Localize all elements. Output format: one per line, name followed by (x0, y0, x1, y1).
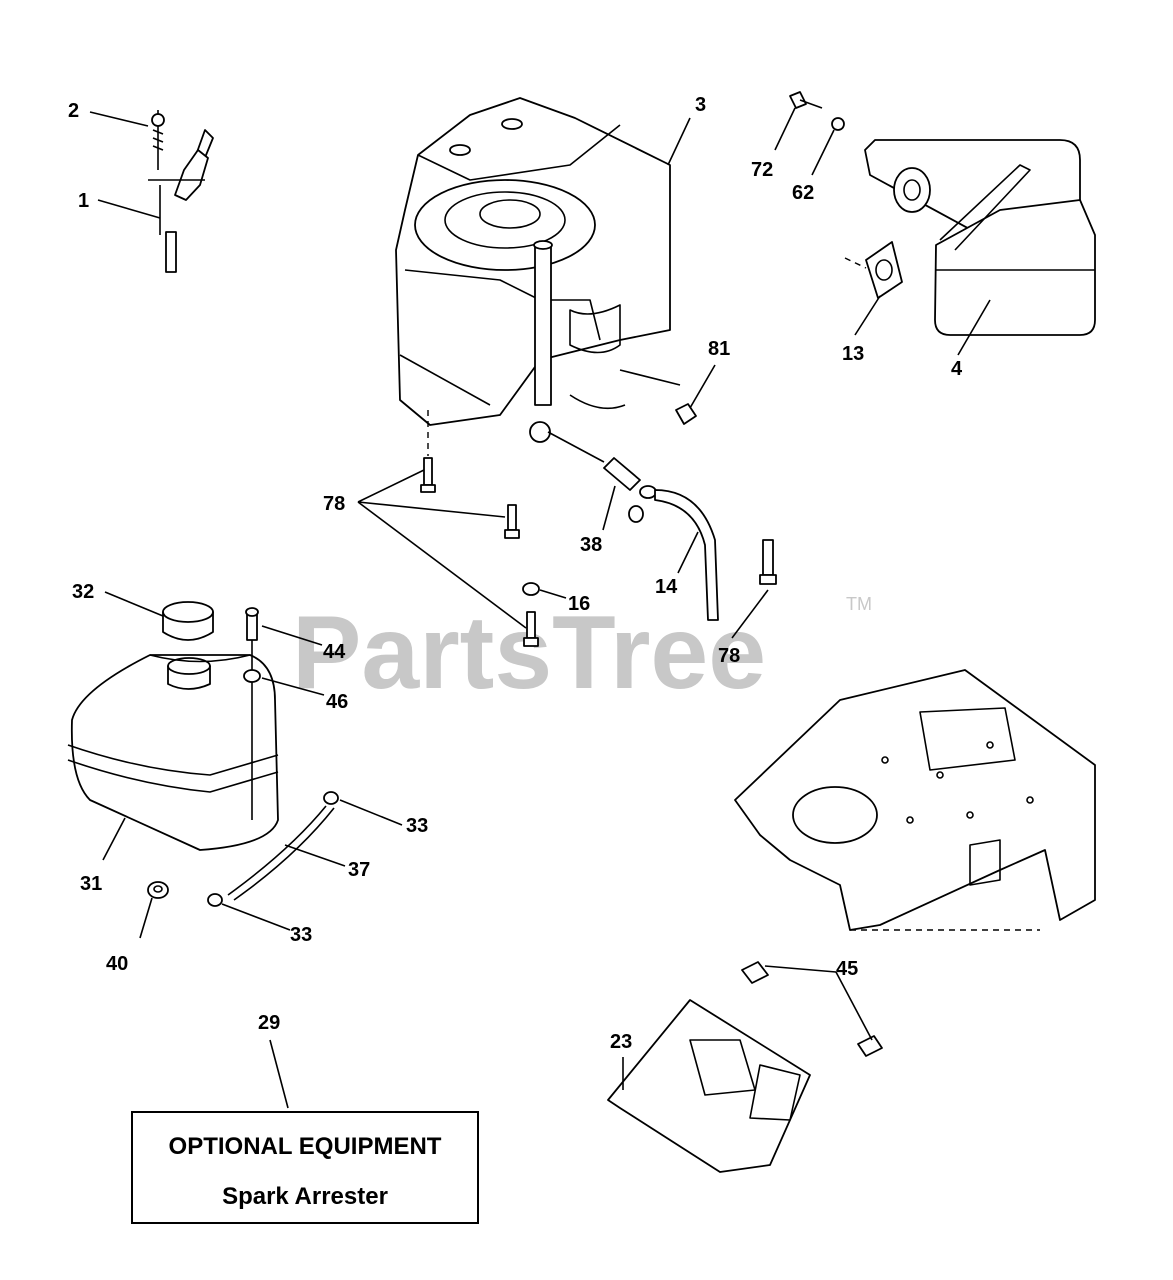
callout-72: 72 (751, 159, 773, 181)
callout-62: 62 (792, 182, 814, 204)
part-fuel-filter[interactable] (547, 431, 657, 523)
optional-equipment-title: OPTIONAL EQUIPMENT (168, 1133, 442, 1160)
callout-2: 2 (68, 100, 79, 122)
callout-32: 32 (72, 581, 94, 603)
callout-29: 29 (258, 1012, 280, 1034)
callout-46: 46 (326, 691, 348, 713)
part-bolt-78-c[interactable] (523, 611, 539, 647)
part-cover-plate[interactable] (607, 999, 811, 1173)
part-clamp-33-lower[interactable] (207, 893, 223, 907)
callout-45: 45 (836, 958, 858, 980)
mower-frame (734, 669, 1096, 931)
callout-3: 3 (695, 94, 706, 116)
part-clamp-33-upper[interactable] (323, 791, 339, 805)
part-fuel-line-37[interactable] (227, 805, 335, 901)
part-exhaust-gasket[interactable] (865, 241, 903, 299)
part-bolt-78-b[interactable] (504, 504, 520, 539)
callout-14: 14 (655, 576, 678, 598)
callout-31: 31 (80, 873, 102, 895)
part-bolt-78-d[interactable] (759, 539, 777, 585)
callout-1: 1 (78, 190, 89, 212)
callout-13: 13 (842, 343, 864, 365)
part-nut-81[interactable] (675, 403, 697, 425)
part-fuel-line[interactable] (654, 489, 719, 621)
part-muffler[interactable] (864, 139, 1096, 336)
part-throttle-control[interactable] (148, 110, 214, 273)
part-bolt-72[interactable] (789, 91, 823, 109)
callout-33-lower: 33 (290, 924, 312, 946)
callout-78-right: 78 (718, 645, 740, 667)
part-screw-44[interactable] (245, 607, 259, 820)
part-fuel-tank[interactable] (67, 654, 279, 851)
part-grommet-40[interactable] (147, 881, 169, 899)
part-washer-62[interactable] (831, 117, 845, 131)
callout-38: 38 (580, 534, 602, 556)
optional-equipment-box: OPTIONAL EQUIPMENT Spark Arrester (131, 1111, 479, 1224)
callout-44: 44 (323, 641, 346, 663)
part-bolt-78-a[interactable] (420, 410, 436, 493)
part-washer-16[interactable] (522, 582, 540, 596)
callout-23: 23 (610, 1031, 632, 1053)
part-screw-45-a[interactable] (741, 961, 769, 984)
part-washer-46[interactable] (243, 669, 261, 683)
optional-equipment-subtitle: Spark Arrester (222, 1183, 388, 1210)
callout-leaders (89, 107, 991, 1109)
part-engine[interactable] (395, 97, 681, 443)
callout-4: 4 (951, 358, 963, 380)
callout-37: 37 (348, 859, 370, 881)
callout-16: 16 (568, 593, 590, 615)
watermark-trademark: TM (846, 594, 872, 614)
callout-81: 81 (708, 338, 730, 360)
part-screw-45-b[interactable] (857, 1035, 883, 1057)
part-fuel-cap[interactable] (162, 601, 214, 641)
callout-33-upper: 33 (406, 815, 428, 837)
callout-78-left: 78 (323, 493, 345, 515)
callout-40: 40 (106, 953, 128, 975)
